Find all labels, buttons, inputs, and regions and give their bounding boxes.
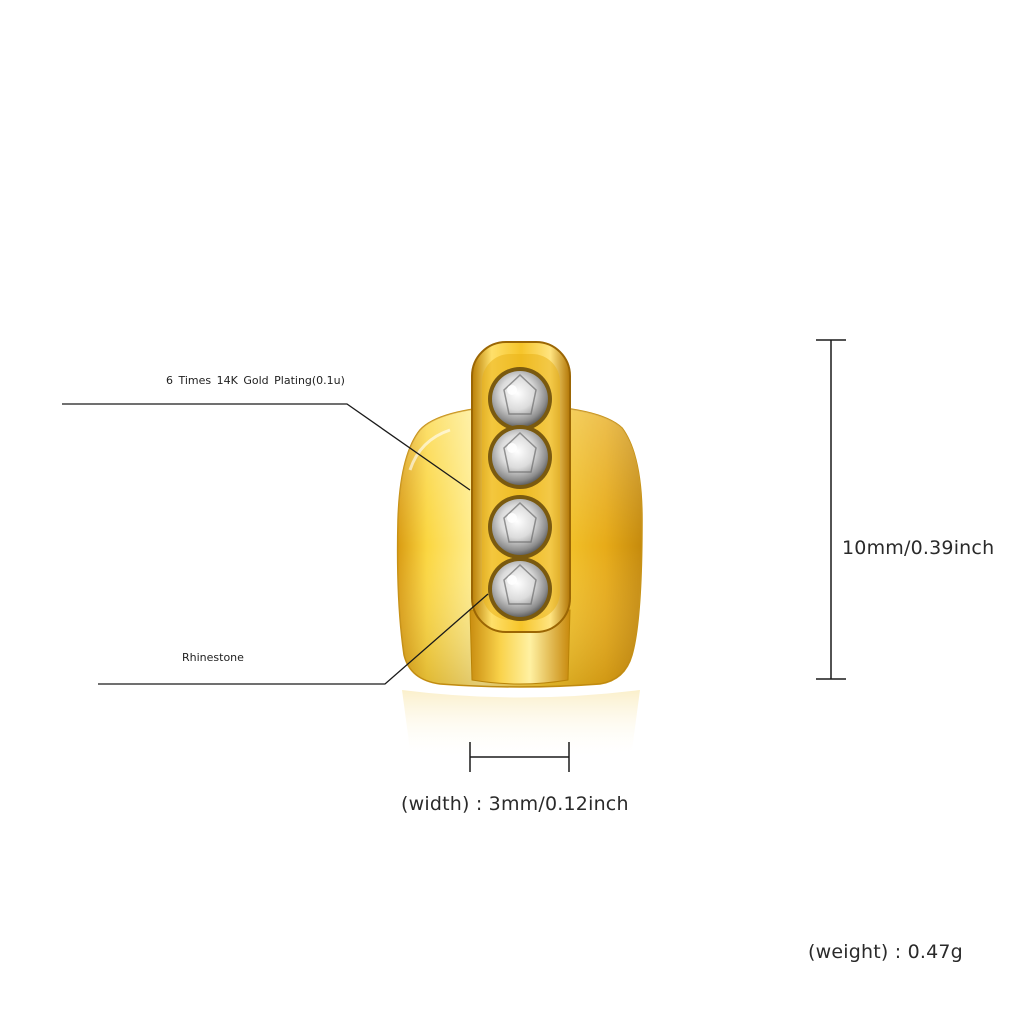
rhinestone-4 [488, 557, 552, 621]
plating-leader-line [62, 403, 471, 491]
width-dimension-marker [469, 742, 570, 772]
rhinestone-label: Rhinestone [182, 651, 244, 664]
reflection [402, 690, 640, 760]
rhinestone-3 [488, 495, 552, 559]
weight-label: (weight) : 0.47g [808, 941, 963, 963]
rhinestone-1 [488, 367, 552, 431]
width-label: (width) : 3mm/0.12inch [401, 793, 629, 815]
rhinestone-2 [488, 425, 552, 489]
height-label: 10mm/0.39inch [842, 537, 995, 559]
height-dimension-marker [816, 339, 846, 680]
leader-lines [62, 403, 489, 685]
rhinestones [488, 367, 552, 621]
rhinestone-leader-line [98, 593, 489, 685]
plating-label: 6 Times 14K Gold Plating(0.1u) [166, 374, 345, 387]
